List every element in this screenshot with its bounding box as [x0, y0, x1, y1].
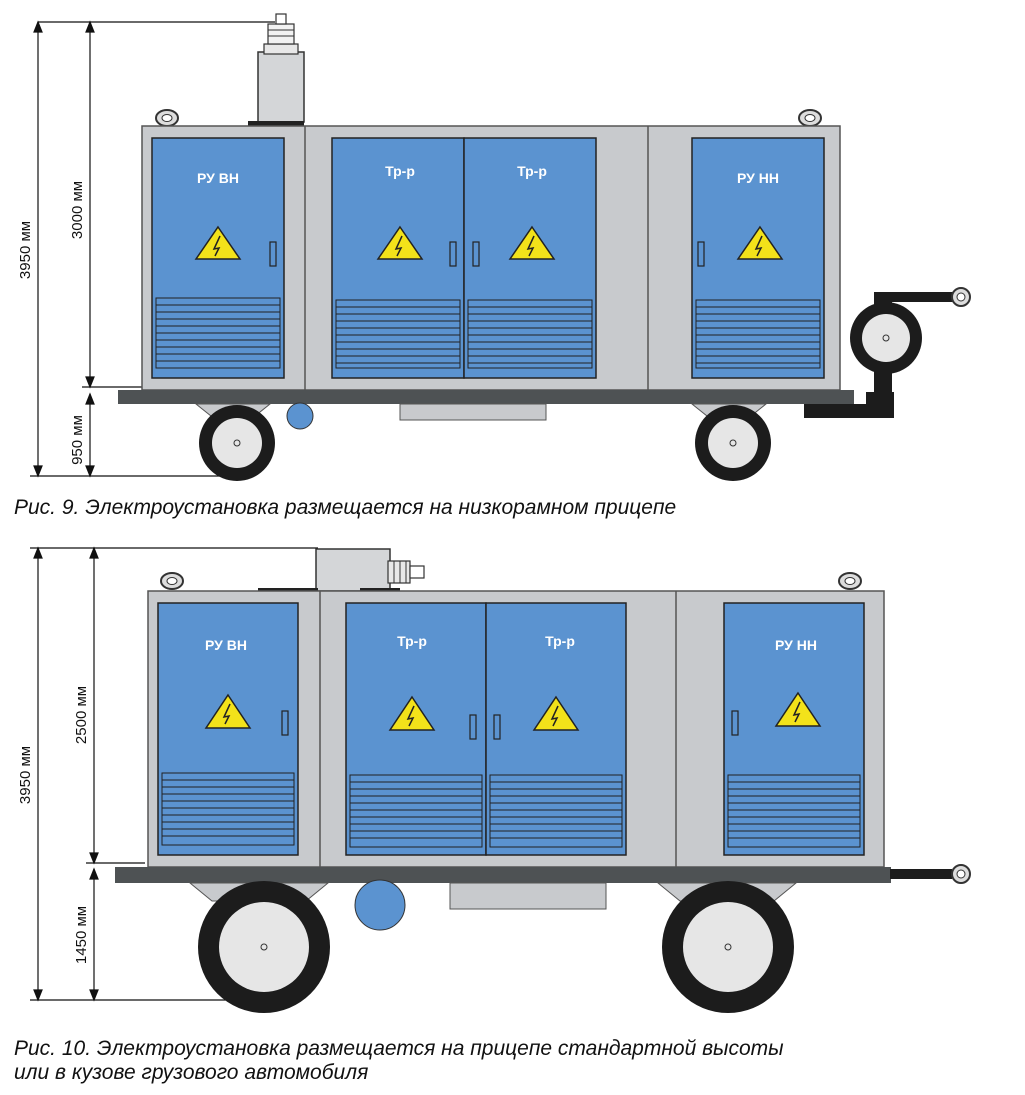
dim-body-label: 3000 мм [69, 181, 86, 239]
door-ru-nn [691, 137, 825, 379]
arrow [85, 392, 95, 405]
arrow [85, 376, 95, 389]
arrow [89, 546, 99, 559]
label-transformer-1: Тр-р [385, 163, 415, 179]
label-ru-nn: РУ НН [737, 170, 779, 186]
high-voltage-warning-icon [774, 691, 822, 727]
trailer-frame [118, 390, 854, 404]
tank [354, 879, 406, 931]
label-ru-nn: РУ НН [775, 637, 817, 653]
arrow [89, 852, 99, 865]
high-voltage-warning-icon [508, 225, 556, 260]
trailer-frame [115, 867, 891, 883]
hv-bushing [248, 13, 305, 126]
dimension-lines [30, 20, 275, 478]
arrow [89, 989, 99, 1002]
high-voltage-warning-icon [194, 225, 242, 260]
door-transformer-left [345, 602, 487, 856]
label-ru-vn: РУ ВН [197, 170, 239, 186]
underframe-box [449, 882, 607, 910]
dim-total-label: 3950 мм [17, 221, 34, 279]
wheel-left [194, 403, 275, 481]
figure-9-caption: Рис. 9. Электроустановка размещается на … [14, 496, 677, 519]
label-ru-vn: РУ ВН [205, 637, 247, 653]
door-ru-nn [723, 602, 865, 856]
dim-base-label: 950 мм [69, 415, 86, 465]
towbar [804, 287, 971, 418]
dim-total-label: 3950 мм [17, 746, 34, 804]
high-voltage-warning-icon [376, 225, 424, 260]
hv-bushing [258, 548, 425, 593]
arrow [33, 20, 43, 33]
underframe-box [399, 403, 547, 421]
wheel-left [188, 881, 330, 1013]
figure-10-caption-line-1: Рис. 10. Электроустановка размещается на… [14, 1037, 784, 1060]
arrow [33, 546, 43, 559]
door-ru-vn [151, 137, 285, 379]
arrow [89, 867, 99, 880]
door-ru-vn [157, 602, 299, 856]
tank [286, 402, 314, 430]
door-transformer-right [485, 602, 627, 856]
arrow [85, 20, 95, 33]
arrow [33, 989, 43, 1002]
figure-10-caption-line-2: или в кузове грузового автомобиля [14, 1061, 369, 1084]
arrow [33, 465, 43, 478]
label-transformer-1: Тр-р [397, 633, 427, 649]
high-voltage-warning-icon [736, 225, 784, 260]
figure-9: 3950 мм 3000 мм 950 мм РУ ВН [0, 0, 1025, 535]
wheel-right [656, 881, 798, 1013]
high-voltage-warning-icon [388, 695, 436, 731]
door-transformer-right [463, 137, 597, 379]
high-voltage-warning-icon [204, 693, 252, 729]
dim-base-label: 1450 мм [73, 906, 90, 964]
lifting-lug-right [798, 109, 822, 127]
diagram-low-frame-trailer: 3950 мм 3000 мм 950 мм РУ ВН [17, 13, 971, 481]
lifting-lug-left [155, 109, 179, 127]
dim-body-label: 2500 мм [73, 686, 90, 744]
lifting-lug-left [160, 572, 184, 590]
label-transformer-2: Тр-р [545, 633, 575, 649]
towbar [890, 864, 971, 884]
vent-louvers [155, 297, 281, 369]
dimension-lines [30, 546, 318, 1002]
lifting-lug-right [838, 572, 862, 590]
arrow [85, 465, 95, 478]
wheel-right [690, 403, 771, 481]
figure-10: 3950 мм 2500 мм 1450 мм РУ ВН [0, 535, 1025, 1095]
figure-10-caption: Рис. 10. Электроустановка размещается на… [14, 1037, 784, 1085]
diagram-standard-trailer: 3950 мм 2500 мм 1450 мм РУ ВН [17, 546, 971, 1013]
high-voltage-warning-icon [532, 695, 580, 731]
label-transformer-2: Тр-р [517, 163, 547, 179]
door-transformer-left [331, 137, 465, 379]
